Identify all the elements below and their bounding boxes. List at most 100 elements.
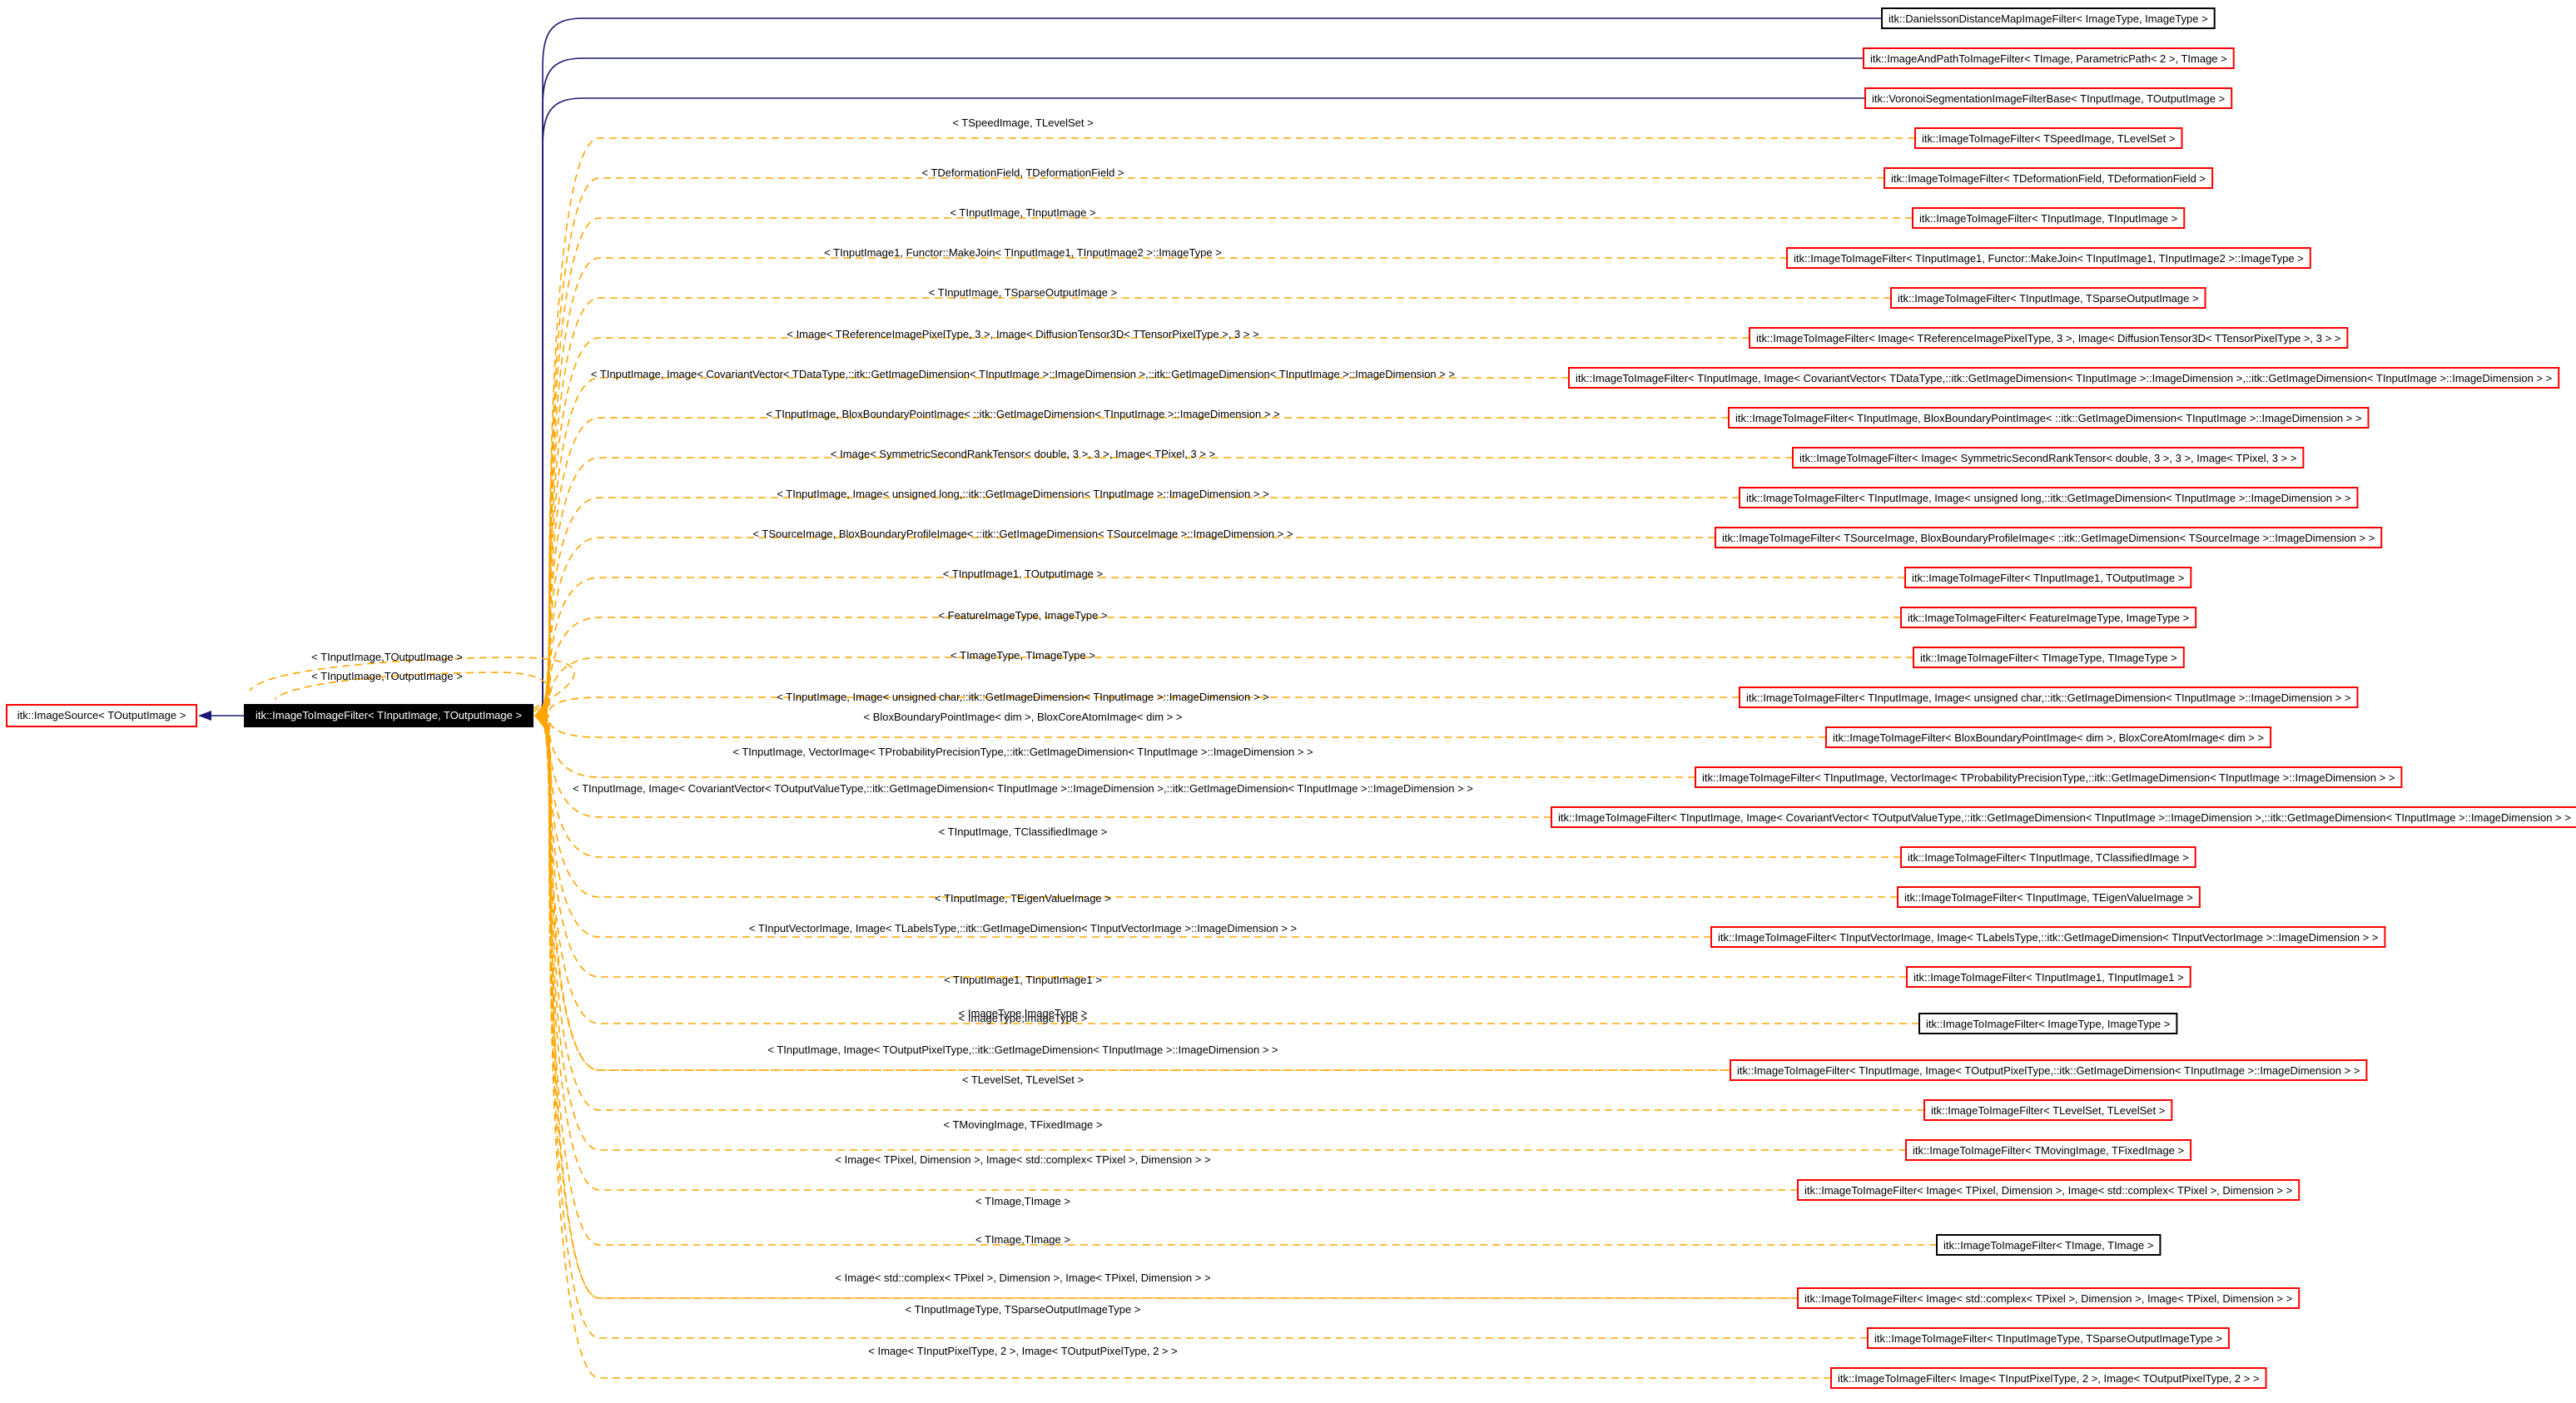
node-derived-label: itk::ImageToImageFilter< TLevelSet, TLev… [1931, 1104, 2165, 1117]
node-derived-label: itk::ImageToImageFilter< TSpeedImage, TL… [1922, 132, 2175, 145]
node-derived-class[interactable]: itk::ImageToImageFilter< TInputImage1, F… [1786, 247, 2311, 269]
node-derived-label: itk::ImageToImageFilter< Image< TPixel, … [1804, 1184, 2292, 1197]
node-derived-class[interactable]: itk::ImageToImageFilter< Image< TReferen… [1749, 327, 2349, 349]
edge-template-label: < TInputImage1, Functor::MakeJoin< TInpu… [824, 246, 1222, 259]
edge-template-label: < TSpeedImage, TLevelSet > [952, 117, 1093, 129]
node-derived-label: itk::ImageToImageFilter< TInputImage, Im… [1746, 492, 2350, 504]
node-derived-label: itk::ImageToImageFilter< TInputVectorIma… [1718, 931, 2378, 944]
inheritance-edge [534, 715, 1798, 1191]
node-derived-label: itk::ImageToImageFilter< FeatureImageTyp… [1908, 612, 2189, 624]
base-arrowhead [198, 711, 211, 721]
edge-layer [198, 17, 1937, 1379]
node-derived-class[interactable]: itk::ImageToImageFilter< TInputImageType… [1867, 1327, 2230, 1349]
node-derived-class[interactable]: itk::ImageToImageFilter< Image< TInputPi… [1830, 1367, 2267, 1389]
edge-template-label: < TInputImage, Image< TOutputPixelType,:… [767, 1044, 1278, 1056]
node-derived-class[interactable]: itk::ImageAndPathToImageFilter< TImage, … [1863, 47, 2235, 69]
node-derived-class[interactable]: itk::ImageToImageFilter< TInputVectorIma… [1710, 926, 2386, 948]
node-derived-class[interactable]: itk::ImageToImageFilter< TInputImage, Im… [1551, 806, 2576, 828]
node-layer: itk::ImageSource< TOutputImage > itk::Im… [6, 7, 2576, 1389]
node-derived-label: itk::ImageToImageFilter< TInputImageType… [1874, 1332, 2222, 1345]
node-derived-class[interactable]: itk::ImageToImageFilter< TMovingImage, T… [1905, 1139, 2192, 1161]
inheritance-edge [534, 715, 1831, 1379]
node-derived-class[interactable]: itk::ImageToImageFilter< TInputImage, Bl… [1728, 407, 2370, 429]
node-derived-class[interactable]: itk::ImageToImageFilter< TInputImage, TE… [1897, 886, 2201, 908]
inheritance-edge [534, 697, 1740, 716]
edge-template-label: < TInputImage, Image< CovariantVector< T… [591, 368, 1455, 380]
node-derived-class[interactable]: itk::ImageToImageFilter< TInputImage, TC… [1900, 846, 2196, 868]
node-derived-class[interactable]: itk::ImageToImageFilter< Image< std::com… [1797, 1287, 2301, 1309]
node-derived-class[interactable]: itk::ImageToImageFilter< TInputImage, Im… [1739, 687, 2359, 708]
inheritance-edge [534, 217, 1913, 716]
node-derived-label: itk::ImageToImageFilter< TInputImage, Im… [1576, 372, 2552, 384]
node-derived-class[interactable]: itk::ImageToImageFilter< TInputImage1, T… [1906, 966, 2191, 988]
node-derived-class[interactable]: itk::ImageToImageFilter< TInputImage, Im… [1739, 487, 2359, 508]
node-derived-class[interactable]: itk::ImageToImageFilter< TInputImage, TS… [1890, 287, 2206, 309]
node-derived-label: itk::ImageToImageFilter< Image< TInputPi… [1838, 1372, 2260, 1385]
node-derived-label: itk::ImageToImageFilter< TDeformationFie… [1891, 172, 2206, 185]
node-derived-label: itk::ImageToImageFilter< TInputImage1, T… [1913, 971, 2184, 984]
inheritance-edge [534, 377, 1570, 716]
node-derived-label: itk::ImageToImageFilter< Image< TReferen… [1756, 332, 2340, 345]
node-derived-label: itk::VoronoiSegmentationImageFilterBase<… [1872, 92, 2225, 105]
node-derived-class[interactable]: itk::ImageToImageFilter< FeatureImageTyp… [1900, 607, 2197, 628]
edge-template-label: < TInputImage, TEigenValueImage > [935, 892, 1111, 905]
edge-label-layer: < TSpeedImage, TLevelSet >< TDeformation… [573, 117, 1473, 1357]
node-derived-label: itk::ImageToImageFilter< TImageType, TIm… [1920, 652, 2177, 664]
inheritance-edge [534, 417, 1729, 716]
node-image-source[interactable]: itk::ImageSource< TOutputImage > [6, 704, 197, 727]
inheritance-edge [534, 713, 1826, 738]
inheritance-edge [534, 97, 1865, 716]
node-derived-class[interactable]: itk::ImageToImageFilter< Image< TPixel, … [1797, 1179, 2301, 1201]
inheritance-edge [534, 715, 1730, 1071]
node-derived-class[interactable]: itk::ImageToImageFilter< Image< Symmetri… [1792, 447, 2305, 468]
node-derived-class[interactable]: itk::DanielssonDistanceMapImageFilter< I… [1881, 7, 2216, 29]
edge-template-label: < TInputVectorImage, Image< TLabelsType,… [749, 922, 1297, 935]
edge-template-label-extra: < TImage,TImage > [975, 1233, 1070, 1246]
inheritance-edge [534, 137, 1915, 716]
inheritance-edge [534, 497, 1740, 716]
node-derived-class[interactable]: itk::ImageToImageFilter< TLevelSet, TLev… [1923, 1099, 2173, 1121]
hub-arrowheads [534, 699, 548, 732]
node-derived-label: itk::ImageToImageFilter< TMovingImage, T… [1913, 1144, 2184, 1157]
node-derived-class[interactable]: itk::ImageToImageFilter< TDeformationFie… [1884, 167, 2214, 189]
edge-template-label: < TSourceImage, BloxBoundaryProfileImage… [752, 528, 1293, 540]
node-derived-class[interactable]: itk::ImageToImageFilter< TInputImage1, T… [1904, 567, 2192, 588]
node-derived-label: itk::ImageToImageFilter< TInputImage, Im… [1746, 692, 2350, 704]
node-derived-label: itk::ImageToImageFilter< TInputImage, Ve… [1702, 771, 2395, 784]
node-derived-label: itk::ImageToImageFilter< TImage, TImage … [1943, 1239, 2153, 1252]
edge-template-label: < TInputImage, TClassifiedImage > [939, 825, 1108, 838]
inheritance-edge [534, 715, 1798, 1299]
node-derived-class[interactable]: itk::ImageToImageFilter< TInputImage, Ve… [1695, 766, 2403, 788]
node-derived-class[interactable]: itk::ImageToImageFilter< TImageType, TIm… [1913, 647, 2185, 668]
node-derived-class[interactable]: itk::ImageToImageFilter< TInputImage, TI… [1912, 207, 2186, 229]
node-derived-class[interactable]: itk::ImageToImageFilter< TInputImage, Im… [1568, 367, 2560, 389]
inheritance-edge [534, 715, 1937, 1246]
node-derived-label: itk::ImageToImageFilter< TInputImage, TI… [1919, 212, 2177, 225]
inheritance-edge [534, 715, 1919, 1024]
edge-template-label: < ImageType,ImageType > [959, 1012, 1088, 1024]
node-derived-class[interactable]: itk::ImageToImageFilter< TSourceImage, B… [1715, 527, 2383, 548]
edge-template-label: < Image< SymmetricSecondRankTensor< doub… [831, 448, 1215, 460]
self-edge-label-2: < TInputImage,TOutputImage > [311, 670, 463, 682]
edge-template-label: < TLevelSet, TLevelSet > [962, 1073, 1084, 1086]
node-current-label: itk::ImageToImageFilter< TInputImage, TO… [256, 709, 522, 721]
node-derived-label: itk::ImageToImageFilter< BloxBoundaryPoi… [1833, 731, 2264, 744]
node-derived-class[interactable]: itk::ImageToImageFilter< TImage, TImage … [1936, 1234, 2162, 1256]
edge-template-label-extra: < ImageType,ImageType > [959, 1007, 1088, 1019]
node-derived-label: itk::ImageToImageFilter< TInputImage, TS… [1898, 292, 2199, 305]
self-edge-label-1: < TInputImage,TOutputImage > [311, 651, 463, 663]
node-derived-label: itk::ImageToImageFilter< TInputImage1, F… [1794, 252, 2304, 265]
node-derived-class[interactable]: itk::ImageToImageFilter< BloxBoundaryPoi… [1825, 726, 2272, 748]
edge-template-label: < Image< TInputPixelType, 2 >, Image< TO… [868, 1345, 1177, 1357]
node-derived-class[interactable]: itk::VoronoiSegmentationImageFilterBase<… [1864, 87, 2233, 109]
edge-template-label: < TMovingImage, TFixedImage > [943, 1118, 1102, 1131]
node-derived-class[interactable]: itk::ImageToImageFilter< TInputImage, Im… [1730, 1059, 2368, 1081]
inheritance-edge [534, 537, 1715, 716]
node-derived-label: itk::ImageToImageFilter< Image< std::com… [1804, 1292, 2292, 1305]
node-image-source-label: itk::ImageSource< TOutputImage > [17, 709, 186, 721]
edge-template-label: < TImage,TImage > [975, 1195, 1070, 1207]
node-derived-class[interactable]: itk::ImageToImageFilter< ImageType, Imag… [1918, 1013, 2178, 1034]
node-derived-label: itk::DanielssonDistanceMapImageFilter< I… [1889, 12, 2208, 25]
node-derived-class[interactable]: itk::ImageToImageFilter< TSpeedImage, TL… [1914, 127, 2183, 149]
self-edge [274, 672, 551, 713]
